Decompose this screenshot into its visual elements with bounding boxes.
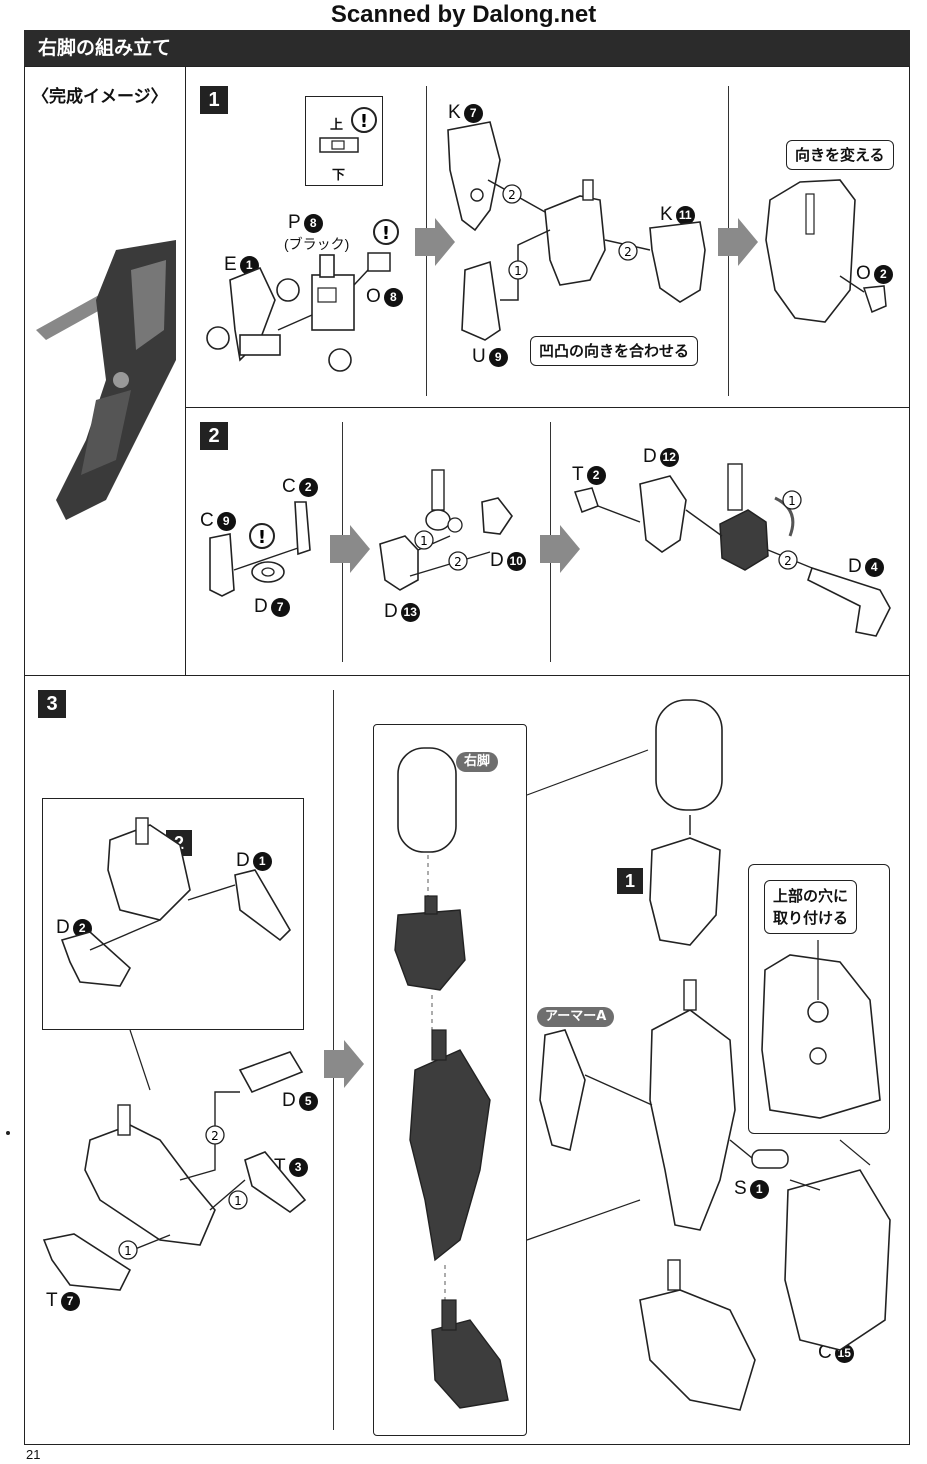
callout-hole-line1: 上部の穴に — [773, 887, 849, 905]
callout-change-direction: 向きを変える — [786, 140, 894, 170]
svg-text:1: 1 — [420, 534, 428, 548]
hole-detail-box — [748, 864, 890, 1134]
completion-leg-illustration — [36, 240, 176, 520]
orientation-down-label: 下 — [332, 167, 346, 182]
margin-dot — [6, 1131, 10, 1135]
svg-text:2: 2 — [784, 554, 792, 568]
callout-hole-line2: 取り付ける — [773, 909, 849, 927]
callout-align-notches: 凹凸の向きを合わせる — [530, 336, 699, 366]
step3-panel — [24, 675, 910, 1445]
orientation-diagram: ! — [319, 107, 377, 153]
svg-text:2: 2 — [508, 188, 516, 202]
callout-attach-top-hole: 上部の穴に 取り付ける — [764, 880, 858, 934]
page-number: 21 — [26, 1447, 41, 1462]
svg-text:2: 2 — [211, 1129, 219, 1143]
orientation-up-label: 上 — [330, 117, 344, 132]
svg-text:2: 2 — [454, 555, 462, 569]
watermark: Scanned by Dalong.net — [330, 1, 597, 28]
completion-label: 〈完成イメージ〉 — [32, 87, 168, 107]
step-3-badge: 3 — [38, 690, 66, 718]
svg-text:!: ! — [382, 223, 390, 244]
right-leg-pill: 右脚 — [456, 752, 499, 772]
part-p8-note: (ブラック) — [284, 236, 350, 252]
step3-inset-box — [42, 798, 304, 1030]
svg-text:2: 2 — [624, 245, 632, 259]
step-2-badge: 2 — [200, 422, 228, 450]
step3-parts-illustration: 2 1 1 — [42, 699, 891, 1411]
orientation-box — [305, 96, 383, 186]
svg-text:!: ! — [360, 111, 368, 132]
page-title: 右脚の組み立て — [24, 30, 910, 66]
svg-text:1: 1 — [234, 1194, 242, 1208]
svg-text:1: 1 — [788, 494, 796, 508]
svg-text:!: ! — [258, 527, 266, 548]
svg-text:1: 1 — [514, 264, 522, 278]
step1-parts-illustration: ! 2 1 2 — [206, 121, 887, 372]
step1-reference-badge: 1 — [617, 868, 643, 894]
svg-text:1: 1 — [124, 1244, 132, 1258]
armor-a-pill: アーマーA — [537, 1007, 615, 1027]
step2-parts-illustration: ! 1 2 1 2 — [209, 463, 891, 637]
step-1-badge: 1 — [200, 86, 228, 114]
right-leg-detail-box — [373, 724, 527, 1436]
